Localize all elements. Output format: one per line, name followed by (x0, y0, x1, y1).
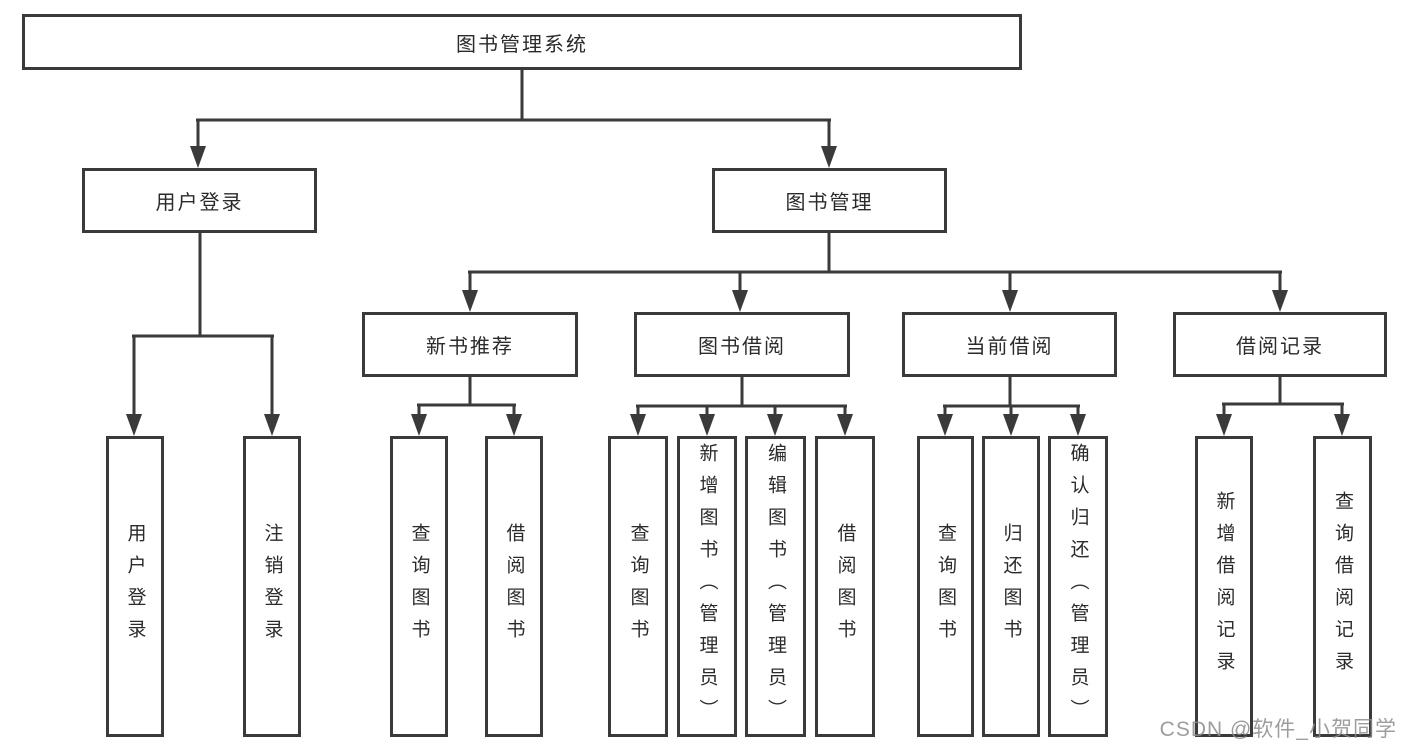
node-borrow-records-label: 借阅记录 (1236, 336, 1324, 358)
leaf-logout: 注销登录 (243, 436, 301, 737)
node-book-borrow: 图书借阅 (634, 312, 850, 377)
watermark: CSDN @软件_小贺同学 (1159, 718, 1397, 741)
node-root: 图书管理系统 (22, 14, 1022, 70)
node-new-book-recommend: 新书推荐 (362, 312, 578, 377)
leaf-logout-label: 注销登录 (261, 522, 283, 651)
leaf-user-login: 用户登录 (106, 436, 164, 737)
leaf-return-book-label: 归还图书 (1000, 522, 1022, 651)
leaf-add-borrow-record: 新增借阅记录 (1195, 436, 1253, 737)
leaf-query-books-recommend-label: 查询图书 (408, 522, 430, 651)
leaf-user-login-label: 用户登录 (124, 522, 146, 651)
leaf-query-books-borrow-label: 查询图书 (627, 522, 649, 651)
node-borrow-records: 借阅记录 (1173, 312, 1387, 377)
leaf-query-books-current-label: 查询图书 (935, 522, 956, 651)
leaf-borrow-books-label: 借阅图书 (834, 522, 856, 651)
leaf-edit-book-admin-label: 编辑图书（管理员） (765, 442, 786, 731)
node-book-management: 图书管理 (712, 168, 947, 233)
leaf-add-book-admin: 新增图书（管理员） (677, 436, 737, 737)
leaf-borrow-books-recommend: 借阅图书 (485, 436, 543, 737)
leaf-confirm-return-admin-label: 确认归还（管理员） (1067, 442, 1089, 731)
leaf-query-books-current: 查询图书 (917, 436, 974, 737)
node-book-management-label: 图书管理 (785, 192, 874, 214)
node-root-label: 图书管理系统 (456, 33, 588, 56)
leaf-query-borrow-record: 查询借阅记录 (1313, 436, 1372, 737)
leaf-add-book-admin-label: 新增图书（管理员） (696, 442, 718, 731)
leaf-query-books-borrow: 查询图书 (608, 436, 668, 737)
node-user-login-label: 用户登录 (155, 192, 244, 214)
leaf-add-borrow-record-label: 新增借阅记录 (1213, 490, 1235, 683)
leaf-borrow-books: 借阅图书 (815, 436, 875, 737)
node-current-borrow-label: 当前借阅 (965, 336, 1054, 358)
leaf-query-borrow-record-label: 查询借阅记录 (1332, 490, 1353, 683)
node-new-book-recommend-label: 新书推荐 (426, 336, 514, 358)
node-current-borrow: 当前借阅 (902, 312, 1117, 377)
node-book-borrow-label: 图书借阅 (698, 336, 786, 358)
leaf-return-book: 归还图书 (982, 436, 1040, 737)
leaf-query-books-recommend: 查询图书 (390, 436, 448, 737)
leaf-confirm-return-admin: 确认归还（管理员） (1048, 436, 1108, 737)
leaf-borrow-books-recommend-label: 借阅图书 (503, 522, 525, 651)
node-user-login: 用户登录 (82, 168, 317, 233)
leaf-edit-book-admin: 编辑图书（管理员） (745, 436, 806, 737)
